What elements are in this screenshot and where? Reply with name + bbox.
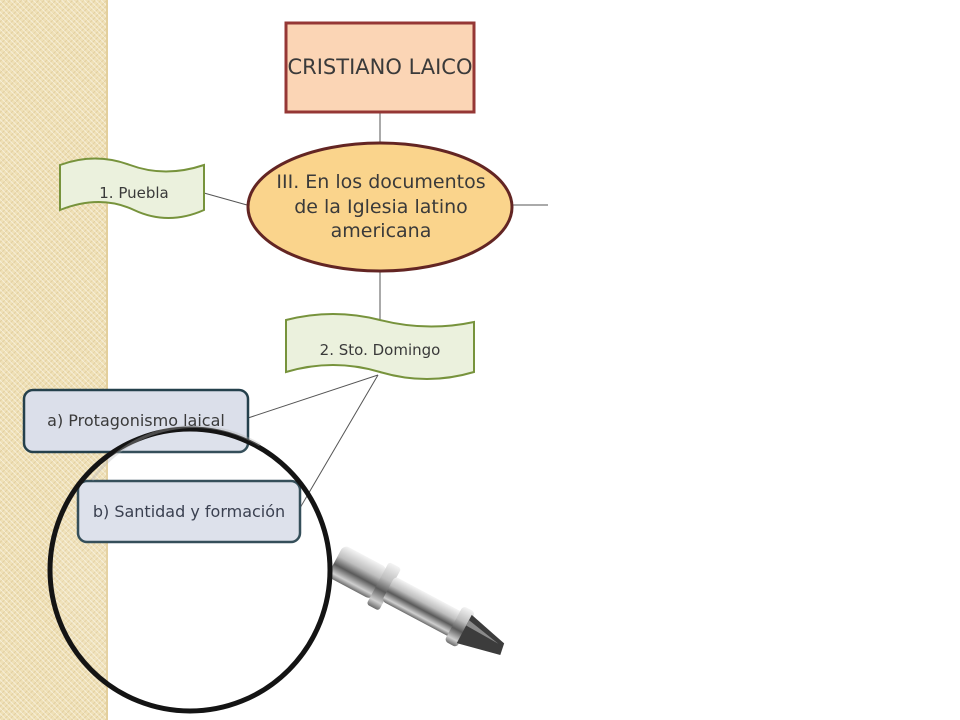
center-ellipse: [246, 141, 514, 273]
connector-lines: [203, 112, 548, 509]
protagonismo-box: [22, 388, 250, 454]
magnifying-glass-icon: [47, 425, 505, 714]
root-box: [284, 21, 476, 114]
center-label: III. En los documentos de la Iglesia lat…: [276, 170, 486, 243]
stodomingo-label: 2. Sto. Domingo: [319, 341, 441, 359]
puebla-label: 1. Puebla: [99, 184, 169, 202]
santidad-label: b) Santidad y formación: [92, 502, 286, 522]
puebla-banner: [59, 157, 205, 219]
root-label: CRISTIANO LAICO: [287, 54, 473, 79]
protagonismo-label: a) Protagonismo laical: [47, 411, 225, 431]
santidad-box: [76, 479, 302, 544]
connector-stodomingo-santidad: [299, 374, 379, 509]
connector-stodomingo-protagonismo: [247, 374, 379, 419]
connector-center-puebla: [203, 192, 248, 206]
decorative-side-strip: [0, 0, 108, 720]
stodomingo-banner: [285, 313, 475, 380]
